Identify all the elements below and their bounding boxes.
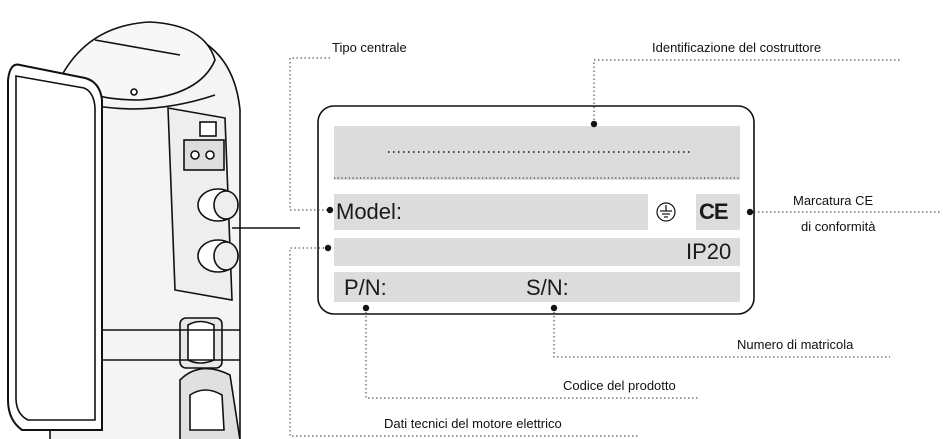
central-vacuum-unit-illustration [7,21,241,439]
callout-ce-marking-line1: Marcatura CE [793,193,874,208]
callout-product-code: Codice del prodotto [563,378,676,393]
data-plate [317,105,755,315]
ce-mark-icon: CE [699,199,729,224]
model-label: Model: [336,199,403,224]
ground-symbol-icon [656,202,676,222]
pn-label: P/N: [344,275,387,300]
leader-dots [324,120,754,312]
sn-label: S/N: [526,275,569,300]
callout-motor-data: Dati tecnici del motore elettrico [384,416,562,431]
callout-ce-marking-line2: di conformità [801,219,876,234]
ip-rating: IP20 [686,239,732,264]
callout-unit-type: Tipo centrale [332,40,407,55]
callout-serial-number: Numero di matricola [737,337,854,352]
leader-lines [289,57,940,437]
callout-manufacturer: Identificazione del costruttore [652,40,822,55]
